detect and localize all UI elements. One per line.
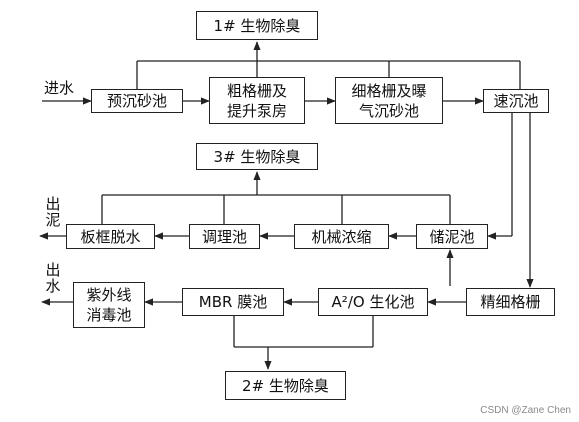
label-sludge-out: 出泥	[45, 195, 61, 229]
label-inflow: 进水	[44, 79, 75, 97]
node-bio-deodorization-3: 3# 生物除臭	[196, 143, 318, 170]
node-rapid-settling: 速沉池	[483, 89, 549, 113]
node-bio-deodorization-1: 1# 生物除臭	[196, 11, 318, 40]
node-conditioning-tank: 调理池	[189, 224, 260, 249]
node-ultrafine-screen: 精细格栅	[466, 288, 555, 316]
node-mbr-membrane-tank: MBR 膜池	[182, 288, 284, 316]
node-a2o-bioreactor: A²/O 生化池	[318, 288, 428, 316]
node-pre-settling-grit: 预沉砂池	[91, 89, 183, 113]
node-fine-screen-aerated-grit: 细格栅及曝 气沉砂池	[335, 77, 443, 124]
node-coarse-screen-pump: 粗格栅及 提升泵房	[209, 77, 305, 124]
node-sludge-storage: 储泥池	[416, 224, 488, 249]
label-water-out: 出水	[45, 261, 61, 295]
node-bio-deodorization-2: 2# 生物除臭	[225, 371, 346, 400]
node-mechanical-thickening: 机械浓缩	[294, 224, 389, 249]
node-uv-disinfection: 紫外线 消毒池	[73, 282, 145, 328]
watermark: CSDN @Zane Chen	[480, 405, 571, 416]
node-plate-frame-dewatering: 板框脱水	[66, 224, 155, 249]
